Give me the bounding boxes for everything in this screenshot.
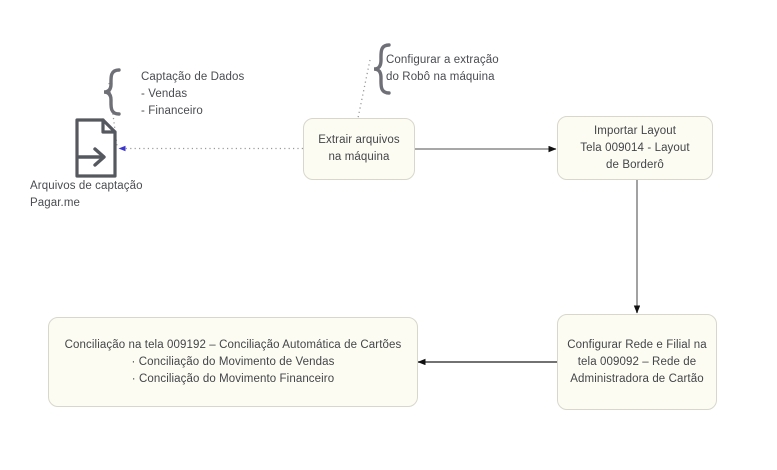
node-extrair-arquivos[interactable]: Extrair arquivos na máquina (303, 118, 415, 180)
node-importar-layout-label: Importar Layout Tela 009014 - Layout de … (580, 124, 690, 171)
annotation-configurar-robo: Configurar a extração do Robô na máquina (386, 54, 499, 83)
annotation-captacao-de-dados: Captação de Dados - Vendas - Financeiro (141, 71, 245, 117)
node-configurar-rede-filial-label: Configurar Rede e Filial na tela 009092 … (567, 338, 707, 385)
connector-brace-robo (357, 59, 371, 119)
node-configurar-rede-filial[interactable]: Configurar Rede e Filial na tela 009092 … (557, 314, 717, 410)
node-conciliacao-automatica[interactable]: Conciliação na tela 009192 – Conciliação… (48, 317, 418, 407)
node-conciliacao-automatica-label: Conciliação na tela 009192 – Conciliação… (64, 338, 402, 385)
node-extrair-arquivos-label: Extrair arquivos na máquina (318, 134, 400, 163)
node-importar-layout[interactable]: Importar Layout Tela 009014 - Layout de … (557, 116, 713, 180)
file-import-icon (75, 118, 117, 178)
brace-captacao-icon (103, 68, 121, 116)
source-file-caption: Arquivos de captação Pagar.me (30, 180, 143, 209)
connector-brace-captacao (108, 82, 118, 147)
